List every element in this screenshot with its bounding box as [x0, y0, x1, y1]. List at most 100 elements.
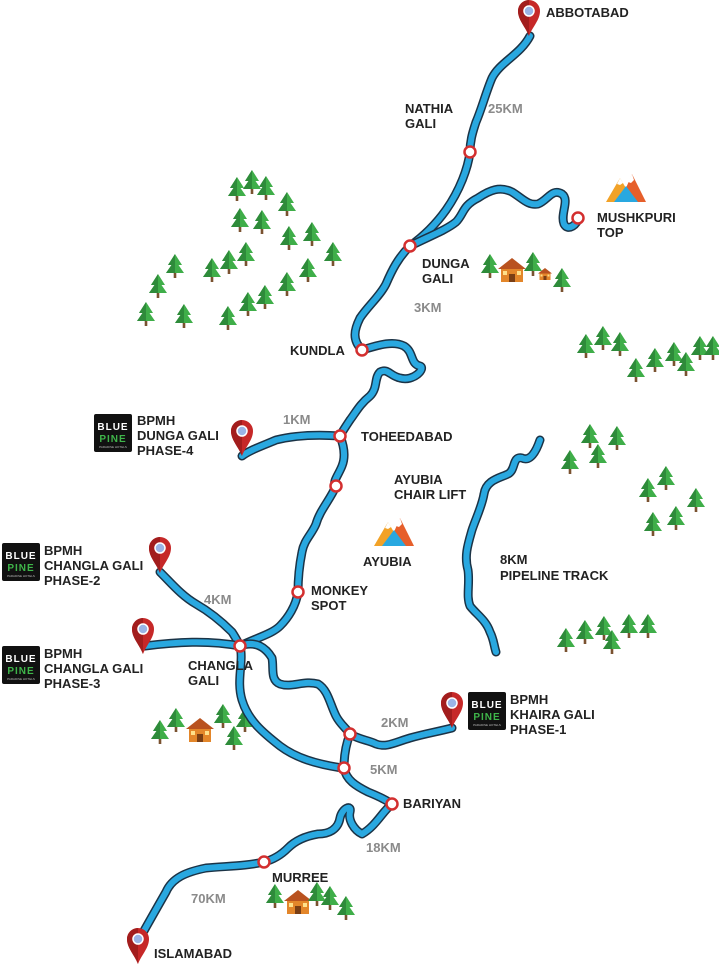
label-abbotabad: ABBOTABAD — [546, 5, 629, 20]
label-ayubia-chair-lift-2: CHAIR LIFT — [394, 487, 466, 502]
label-pipeline-track-1: 8KM — [500, 552, 527, 567]
tree-icon — [577, 334, 595, 358]
tree-icon — [214, 704, 232, 728]
tree-icon — [639, 614, 657, 638]
tree-icon — [608, 426, 626, 450]
stop-marker-icon — [385, 797, 399, 811]
label-bariyan: BARIYAN — [403, 796, 461, 811]
svg-text:PINE: PINE — [7, 666, 34, 677]
label-phase1-3: PHASE-1 — [510, 722, 566, 737]
property-labels: BPMH DUNGA GALI PHASE-4 BPMH CHANGLA GAL… — [44, 413, 595, 737]
stop-marker-icon — [257, 855, 271, 869]
tree-icon — [324, 242, 342, 266]
map-pin-icon — [148, 536, 172, 574]
tree-icon — [278, 272, 296, 296]
distance-3km: 3KM — [414, 300, 441, 315]
tree-icon — [667, 506, 685, 530]
label-murree: MURREE — [272, 870, 329, 885]
label-phase2-3: PHASE-2 — [44, 573, 100, 588]
tree-icon — [557, 628, 575, 652]
stop-marker-icon — [571, 211, 585, 225]
label-nathia-gali-2: GALI — [405, 116, 436, 131]
tree-icon — [553, 268, 571, 292]
tree-icon — [278, 192, 296, 216]
tree-icon — [687, 488, 705, 512]
tree-icon — [166, 254, 184, 278]
label-phase4-2: DUNGA GALI — [137, 428, 219, 443]
tree-icon — [256, 285, 274, 309]
tree-icon — [243, 170, 261, 194]
place-labels: ABBOTABAD NATHIA GALI MUSHKPURI TOP DUNG… — [154, 5, 676, 961]
tree-icon — [203, 258, 221, 282]
label-phase1-2: KHAIRA GALI — [510, 707, 595, 722]
stop-marker-icon — [463, 145, 477, 159]
tree-icon — [239, 292, 257, 316]
stop-marker-icon — [337, 761, 351, 775]
stop-marker-icon — [355, 343, 369, 357]
label-phase3-3: PHASE-3 — [44, 676, 100, 691]
tree-icon — [691, 336, 709, 360]
label-phase4-1: BPMH — [137, 413, 175, 428]
distance-25km: 25KM — [488, 101, 523, 116]
tree-icon — [627, 358, 645, 382]
tree-icon — [225, 726, 243, 750]
stop-marker-icon — [333, 429, 347, 443]
tree-icon — [646, 348, 664, 372]
distance-4km: 4KM — [204, 592, 231, 607]
label-phase1-1: BPMH — [510, 692, 548, 707]
tree-icon — [639, 478, 657, 502]
stop-marker-icon — [233, 639, 247, 653]
tree-icon — [303, 222, 321, 246]
label-ayubia: AYUBIA — [363, 554, 412, 569]
label-ayubia-chair-lift-1: AYUBIA — [394, 472, 443, 487]
blue-pine-logo: BLUE PINE PARADISE HOTELS — [2, 646, 40, 684]
blue-pine-logo: BLUE PINE PARADISE HOTELS — [94, 414, 132, 452]
label-mushkpuri-1: MUSHKPURI — [597, 210, 676, 225]
label-kundla: KUNDLA — [290, 343, 345, 358]
label-phase4-3: PHASE-4 — [137, 443, 194, 458]
stop-marker-icon — [329, 479, 343, 493]
distance-2km: 2KM — [381, 715, 408, 730]
tree-icon — [644, 512, 662, 536]
tree-icon — [657, 466, 675, 490]
label-monkey-spot-2: SPOT — [311, 598, 346, 613]
tree-icon — [219, 306, 237, 330]
tree-icon — [231, 208, 249, 232]
distance-5km: 5KM — [370, 762, 397, 777]
stop-marker-icon — [403, 239, 417, 253]
svg-text:BLUE: BLUE — [5, 551, 36, 562]
svg-text:PARADISE HOTELS: PARADISE HOTELS — [473, 723, 501, 727]
svg-text:BLUE: BLUE — [471, 700, 502, 711]
label-changla-gali-2: GALI — [188, 673, 219, 688]
distance-labels: 25KM 3KM 1KM 4KM 2KM 5KM 18KM 70KM — [191, 101, 523, 906]
label-changla-gali-1: CHANGLA — [188, 658, 254, 673]
label-mushkpuri-2: TOP — [597, 225, 624, 240]
tree-icon — [677, 352, 695, 376]
blue-pine-logo: BLUE PINE PARADISE HOTELS — [2, 543, 40, 581]
stop-marker-icon — [343, 727, 357, 741]
forest-east — [557, 326, 719, 654]
blue-pine-logo: BLUE PINE PARADISE HOTELS — [468, 692, 506, 730]
svg-text:PINE: PINE — [473, 712, 500, 723]
tree-icon — [337, 896, 355, 920]
tree-icon — [620, 614, 638, 638]
cabin-icon — [284, 890, 312, 914]
label-phase3-2: CHANGLA GALI — [44, 661, 143, 676]
svg-text:PARADISE HOTELS: PARADISE HOTELS — [99, 445, 127, 449]
tree-icon — [237, 242, 255, 266]
mountain-icon — [606, 174, 646, 202]
tree-icon — [151, 720, 169, 744]
tree-icon — [220, 250, 238, 274]
mountain-icon — [374, 518, 414, 546]
roads — [135, 31, 583, 943]
tree-icon — [481, 254, 499, 278]
tree-icon — [576, 620, 594, 644]
distance-18km: 18KM — [366, 840, 401, 855]
label-phase2-1: BPMH — [44, 543, 82, 558]
tree-icon — [524, 252, 542, 276]
label-dunga-gali-2: GALI — [422, 271, 453, 286]
tree-icon — [175, 304, 193, 328]
tree-icon — [581, 424, 599, 448]
tree-icon — [611, 332, 629, 356]
